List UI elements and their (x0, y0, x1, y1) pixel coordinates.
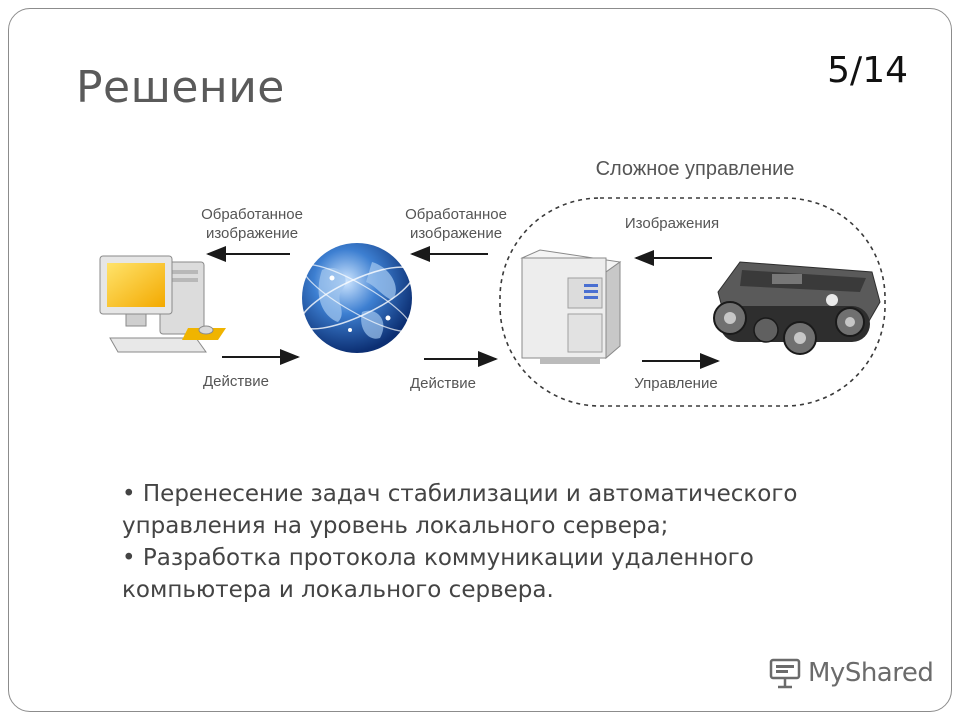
processed-image-label-1-line1: Обработанное (201, 206, 303, 223)
processed-image-label-2-line2: изображение (410, 225, 502, 242)
robot-tank-icon (713, 261, 881, 355)
control-label: Управление (634, 375, 717, 392)
bullet-item-1: • Перенесение задач стабилизации и автом… (122, 481, 798, 539)
processed-image-label-2-line1: Обработанное (405, 206, 507, 223)
globe-icon (299, 243, 415, 353)
images-label: Изображения (625, 215, 719, 232)
myshared-watermark: MyShared (768, 656, 934, 690)
watermark-text: MyShared (808, 658, 934, 688)
action-label-2: Действие (410, 375, 476, 392)
presentation-board-icon (769, 658, 801, 689)
desktop-computer-icon (99, 255, 226, 353)
bullet-list: • Перенесение задач стабилизации и автом… (122, 478, 902, 606)
complex-control-label: Сложное управление (596, 158, 795, 180)
processed-image-label-1-line2: изображение (206, 225, 298, 242)
slide-title: Решение (76, 62, 285, 113)
bullet-item-2: • Разработка протокола коммуникации удал… (122, 545, 754, 603)
complex-control-boundary (499, 197, 886, 407)
page-number: 5/14 (827, 50, 908, 91)
server-icon (520, 249, 622, 364)
action-label-1: Действие (203, 373, 269, 390)
